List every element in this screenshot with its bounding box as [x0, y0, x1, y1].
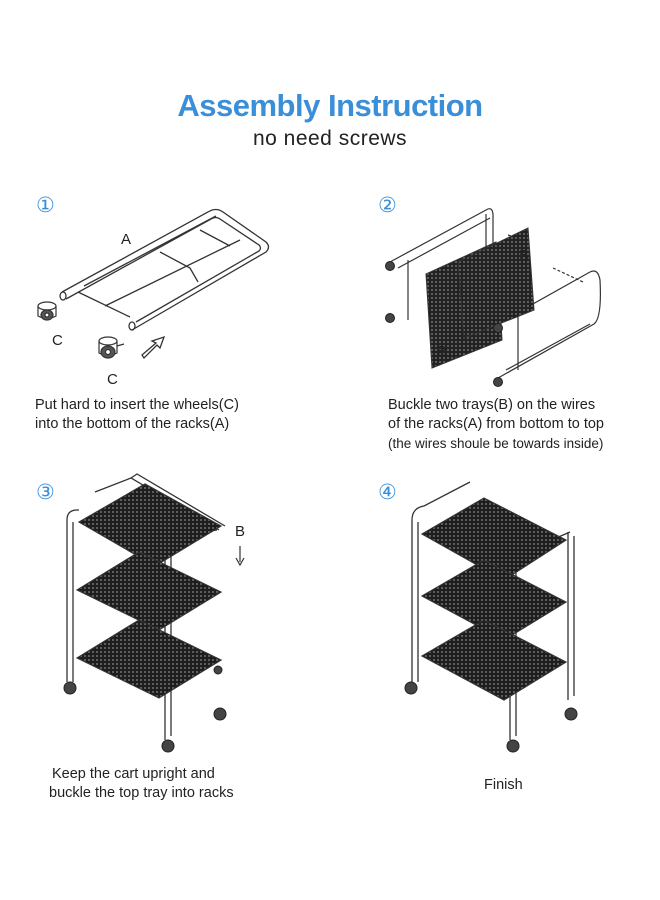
step-1-caption-line-1: Put hard to insert the wheels(C)	[35, 397, 239, 413]
step-3-caption-line-2: buckle the top tray into racks	[49, 785, 234, 801]
step-2-caption-line-2: of the racks(A) from bottom to top	[388, 416, 604, 432]
step-2-label-b-lower: B	[437, 343, 447, 360]
step-3-number: ③	[36, 481, 55, 504]
step-1-illustration: A C C	[37, 208, 270, 388]
step-3-illustration: B	[63, 473, 245, 753]
step-2-label-b-upper: B	[519, 247, 529, 264]
page-subtitle: no need screws	[252, 127, 408, 150]
step-3-caption: Keep the cart upright and buckle the top…	[49, 765, 234, 803]
step-2-caption-note: (the wires shoule be towards inside)	[388, 436, 604, 451]
step-4-illustration	[404, 481, 578, 753]
step-1-label-c-lower: C	[107, 371, 118, 388]
step-1-caption-line-2: into the bottom of the racks(A)	[35, 416, 230, 432]
step-4-caption: Finish	[484, 777, 523, 793]
page-title: Assembly Instruction	[177, 88, 483, 123]
step-3-label-b: B	[235, 523, 245, 540]
step-2-caption-line-1: Buckle two trays(B) on the wires	[388, 397, 596, 413]
step-1-label-a: A	[121, 231, 131, 248]
step-2-illustration: B B	[385, 208, 601, 387]
step-4-number: ④	[378, 481, 397, 504]
step-1-caption: Put hard to insert the wheels(C) into th…	[35, 396, 239, 434]
step-3-caption-line-1: Keep the cart upright and	[52, 766, 215, 782]
step-1-label-c-upper: C	[52, 332, 63, 349]
step-2-number: ②	[378, 194, 397, 217]
step-2-caption: Buckle two trays(B) on the wires of the …	[388, 396, 604, 453]
step-1-number: ①	[36, 194, 55, 217]
